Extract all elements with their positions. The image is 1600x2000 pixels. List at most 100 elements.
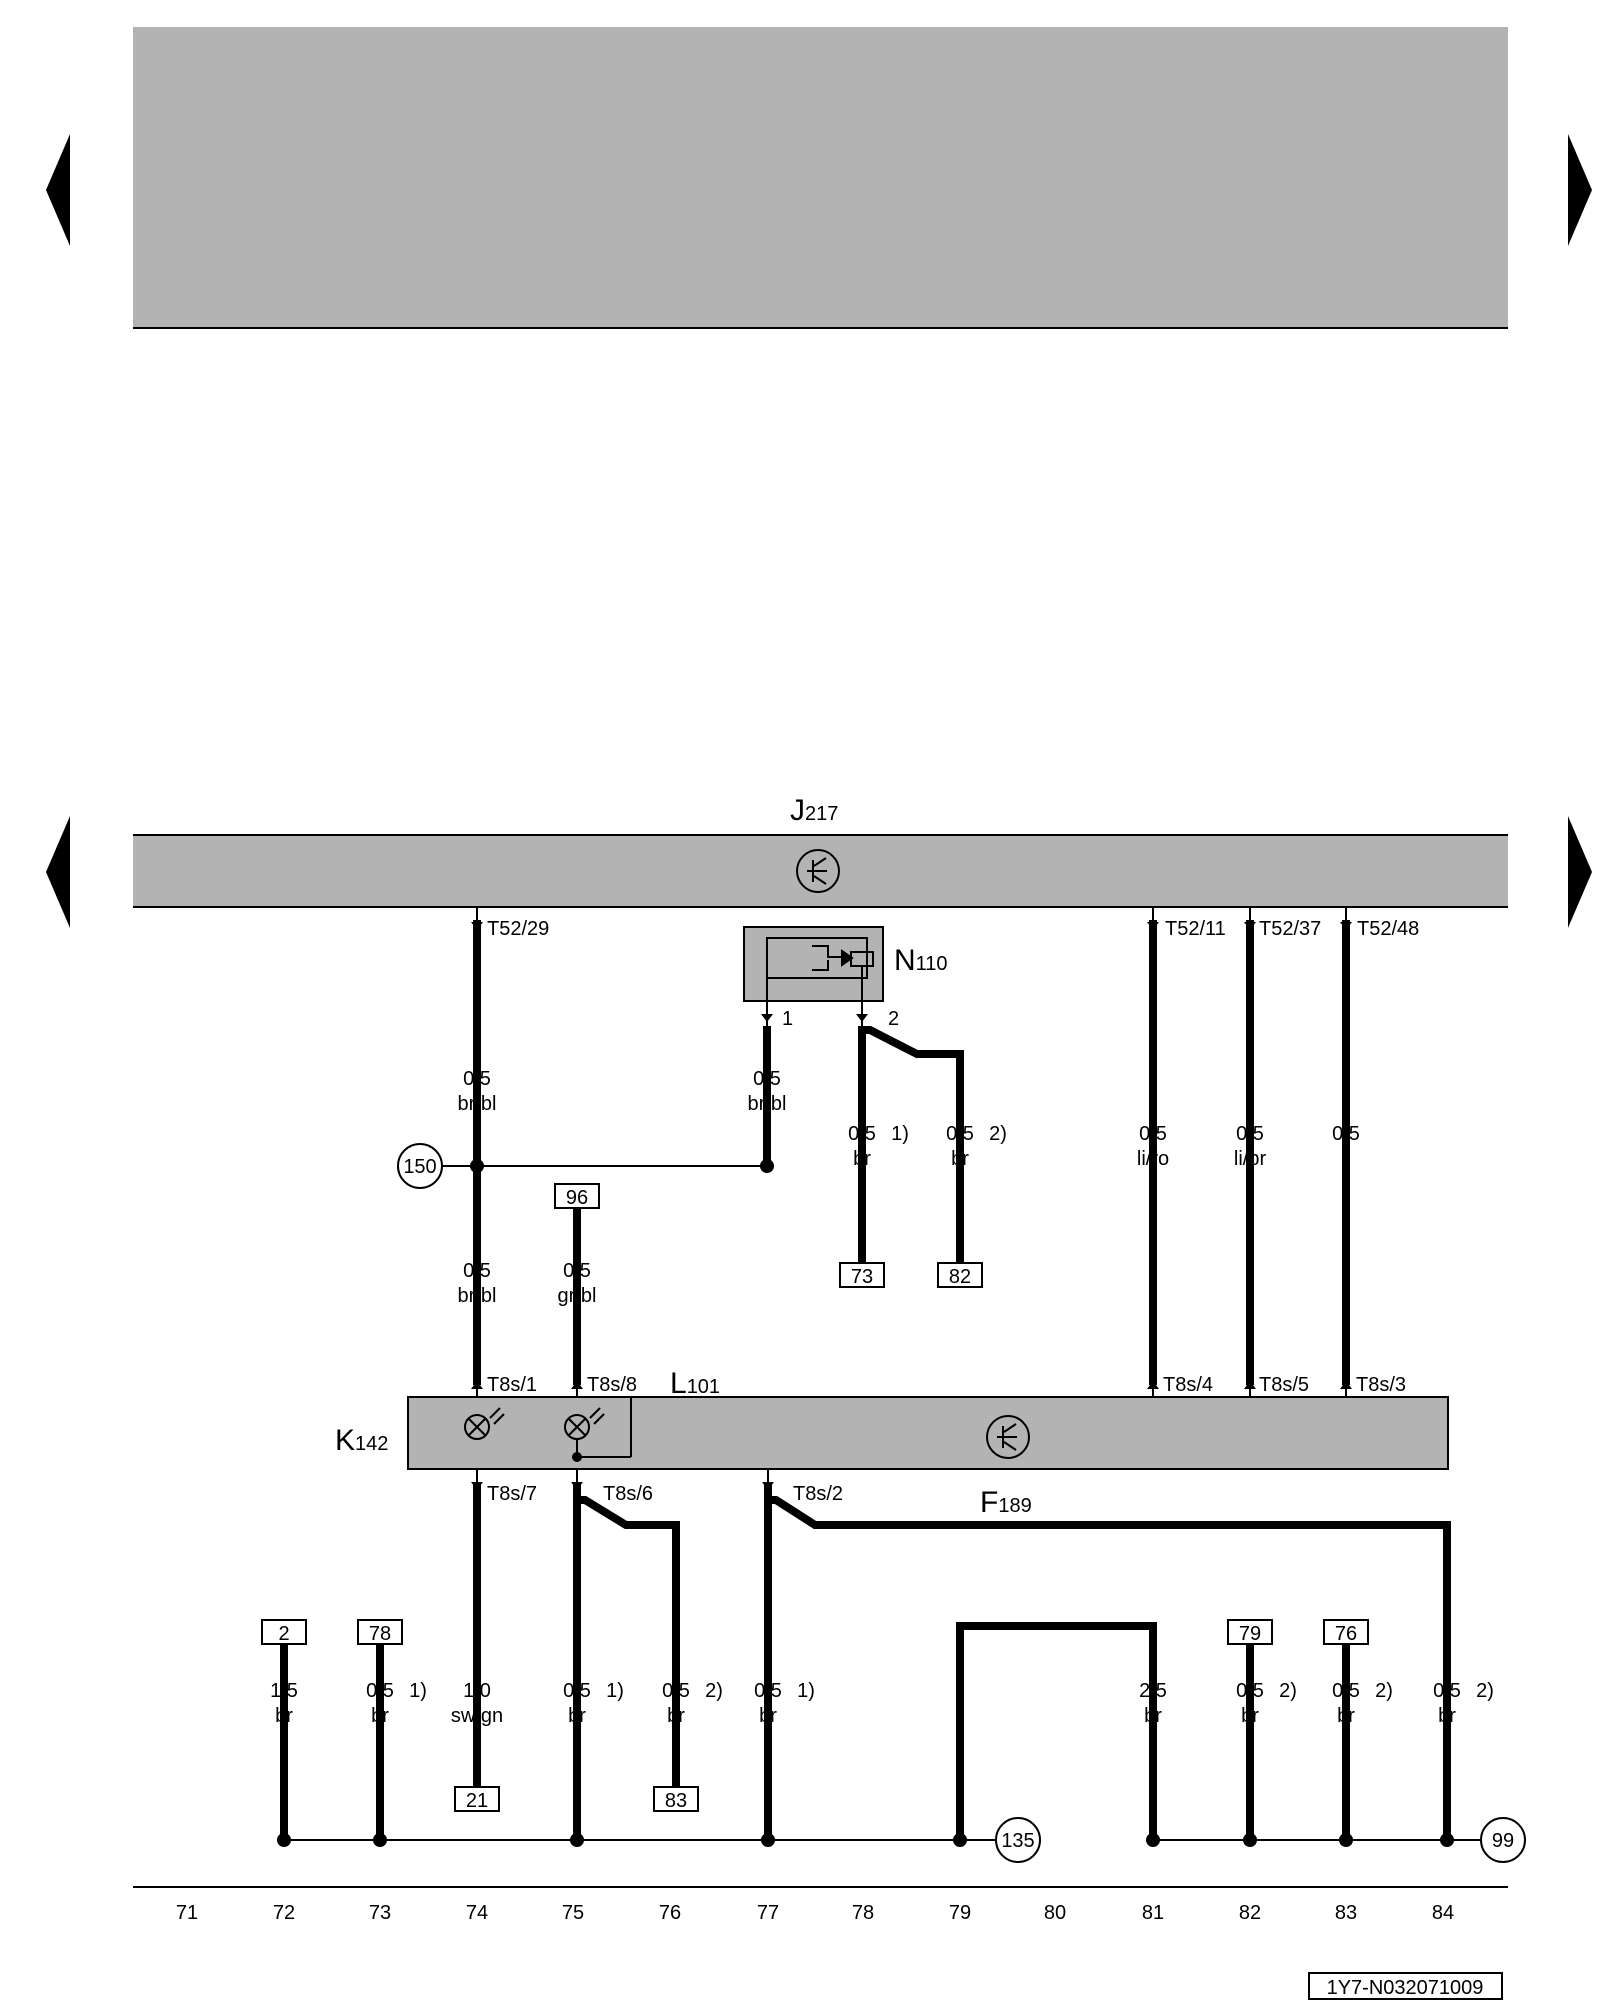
ref-circle-150[interactable]: 150 — [397, 1143, 443, 1189]
label-k142: K142 — [335, 1424, 388, 1457]
track-number: 80 — [1044, 1902, 1066, 1924]
track-number: 71 — [176, 1902, 198, 1924]
wire-t8s2-to-84 — [764, 1482, 1451, 1840]
track-number: 74 — [466, 1902, 488, 1924]
svg-text:1): 1) — [409, 1680, 427, 1702]
label-n110: N110 — [894, 944, 948, 977]
warning-lamp-k142-icon — [464, 1407, 505, 1440]
ref-box-83[interactable]: 83 — [653, 1786, 699, 1812]
pin-label: T52/37 — [1259, 918, 1321, 940]
thin-wires — [133, 907, 1508, 1888]
pin-label: 1 — [782, 1008, 793, 1030]
svg-text:br/bl: br/bl — [458, 1093, 497, 1115]
wire-label: 0,5 li/br — [1234, 1123, 1267, 1170]
track-number: 81 — [1142, 1902, 1164, 1924]
pin-label: T8s/7 — [487, 1483, 537, 1505]
wire-label: 0,5br/bl — [458, 1260, 497, 1307]
wire-label: 1,5br — [270, 1680, 298, 1727]
ref-box-76[interactable]: 76 — [1323, 1619, 1369, 1645]
label-j217: J217 — [790, 794, 838, 827]
pin-label: T8s/8 — [587, 1374, 637, 1396]
svg-text:li/ro: li/ro — [1137, 1148, 1169, 1170]
svg-text:1): 1) — [891, 1123, 909, 1145]
next-page-arrow-top[interactable] — [1568, 134, 1592, 246]
ref-circle-135[interactable]: 135 — [995, 1817, 1041, 1863]
instrument-cluster-k142-l101 — [407, 1396, 1449, 1470]
svg-text:br: br — [371, 1705, 389, 1727]
svg-text:2: 2 — [278, 1623, 289, 1645]
header-panel — [133, 27, 1508, 328]
svg-text:1Y7-N032071009: 1Y7-N032071009 — [1327, 1977, 1484, 1999]
wires — [280, 920, 1451, 1840]
svg-text:2): 2) — [705, 1680, 723, 1702]
svg-text:2,5: 2,5 — [1139, 1680, 1167, 1702]
svg-text:br/bl: br/bl — [748, 1093, 787, 1115]
document-code: 1Y7-N032071009 — [1308, 1972, 1503, 2000]
electronic-symbol-icon — [986, 1415, 1030, 1459]
wire-n110-pin2-to-82 — [858, 1026, 964, 1275]
pin-label: T8s/6 — [603, 1483, 653, 1505]
wire-label: 0,5 br 1) — [563, 1680, 624, 1727]
svg-text:0,5: 0,5 — [1139, 1123, 1167, 1145]
svg-text:2): 2) — [989, 1123, 1007, 1145]
ref-box-96[interactable]: 96 — [554, 1183, 600, 1209]
pin-label: T8s/2 — [793, 1483, 843, 1505]
svg-text:0,5: 0,5 — [848, 1123, 876, 1145]
pin-label: T8s/4 — [1163, 1374, 1213, 1396]
wire-label: 1,0sw/gn — [451, 1680, 503, 1727]
svg-text:0,5: 0,5 — [754, 1680, 782, 1702]
svg-text:br: br — [1438, 1705, 1456, 1727]
svg-text:br: br — [568, 1705, 586, 1727]
svg-text:0,5: 0,5 — [563, 1260, 591, 1282]
svg-text:1,5: 1,5 — [270, 1680, 298, 1702]
next-page-arrow-bottom[interactable] — [1568, 816, 1592, 928]
svg-text:br: br — [667, 1705, 685, 1727]
wire-label: 0,5 li/ro — [1137, 1123, 1169, 1170]
ref-box-2[interactable]: 2 — [261, 1619, 307, 1645]
wire-label: 0,5 br/bl — [748, 1068, 787, 1115]
svg-text:0,5: 0,5 — [563, 1680, 591, 1702]
svg-text:0,5: 0,5 — [1236, 1680, 1264, 1702]
svg-text:li: li — [1342, 1148, 1351, 1170]
pin-label: 2 — [888, 1008, 899, 1030]
svg-text:79: 79 — [1239, 1623, 1261, 1645]
track-number: 75 — [562, 1902, 584, 1924]
svg-text:78: 78 — [369, 1623, 391, 1645]
svg-text:0,5: 0,5 — [1236, 1123, 1264, 1145]
svg-text:gr/bl: gr/bl — [558, 1285, 597, 1307]
svg-text:0,5: 0,5 — [463, 1068, 491, 1090]
svg-text:br: br — [853, 1148, 871, 1170]
track-number: 78 — [852, 1902, 874, 1924]
electronic-symbol-icon — [796, 849, 840, 893]
previous-page-arrow-bottom[interactable] — [46, 816, 70, 928]
track-number: 73 — [369, 1902, 391, 1924]
svg-text:li/br: li/br — [1234, 1148, 1267, 1170]
ref-box-78[interactable]: 78 — [357, 1619, 403, 1645]
svg-text:br: br — [1337, 1705, 1355, 1727]
ref-circle-99[interactable]: 99 — [1480, 1817, 1526, 1863]
svg-text:br/bl: br/bl — [458, 1285, 497, 1307]
l101-junction-dot — [572, 1452, 582, 1462]
ref-box-73[interactable]: 73 — [839, 1262, 885, 1288]
track-numbers: 71 72 73 74 75 76 77 78 79 80 81 82 83 8… — [176, 1902, 1454, 1924]
ref-box-79[interactable]: 79 — [1227, 1619, 1273, 1645]
svg-text:99: 99 — [1492, 1830, 1514, 1852]
previous-page-arrow-top[interactable] — [46, 134, 70, 246]
ref-box-21[interactable]: 21 — [454, 1786, 500, 1812]
ref-box-82[interactable]: 82 — [937, 1262, 983, 1288]
svg-text:76: 76 — [1335, 1623, 1357, 1645]
wire-track-79-81 — [956, 1622, 1157, 1840]
svg-text:0,5: 0,5 — [753, 1068, 781, 1090]
svg-text:1,0: 1,0 — [463, 1680, 491, 1702]
svg-text:br: br — [759, 1705, 777, 1727]
label-f189: F189 — [980, 1486, 1032, 1519]
wire-label: 0,5li — [1332, 1123, 1360, 1170]
svg-text:1): 1) — [606, 1680, 624, 1702]
svg-text:2): 2) — [1279, 1680, 1297, 1702]
track-number: 84 — [1432, 1902, 1454, 1924]
track-number: 72 — [273, 1902, 295, 1924]
